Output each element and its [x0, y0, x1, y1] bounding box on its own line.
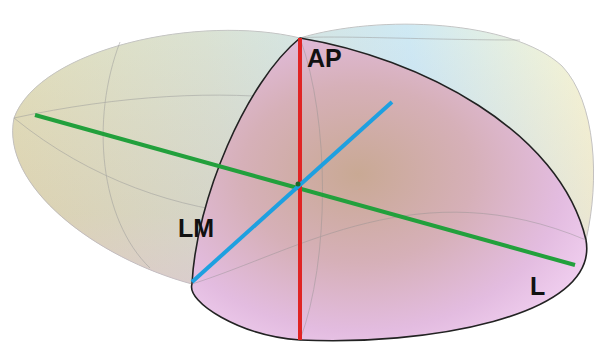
center-point	[296, 182, 301, 187]
ap-axis	[298, 38, 302, 340]
cross-section-face	[192, 38, 587, 341]
axis-label: L	[530, 274, 545, 299]
axis-label: LM	[178, 216, 214, 241]
face-grid	[192, 38, 586, 340]
ellipsoid-body	[13, 24, 594, 340]
ellipsoid-shading	[13, 24, 594, 340]
axis-label: AP	[307, 46, 342, 71]
length-axis	[35, 115, 575, 265]
lm-axis	[192, 102, 392, 282]
